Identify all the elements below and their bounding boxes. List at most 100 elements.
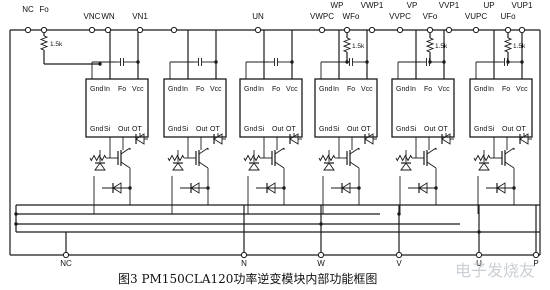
- pin-label-in: In: [258, 86, 264, 93]
- terminal-label-vn1: VN1: [132, 12, 148, 21]
- pin-label-fo: Fo: [502, 86, 510, 93]
- pin-label-vcc: Vcc: [210, 86, 222, 93]
- pin-label-fo: Fo: [272, 86, 280, 93]
- terminal-label-vvp1: VVP1: [439, 1, 460, 10]
- diode-icon: [341, 182, 351, 194]
- resistor-value-label: 1.5k: [435, 43, 448, 50]
- pin-label-gnd: Gnd: [244, 86, 257, 93]
- junction-dot: [290, 60, 294, 64]
- terminal-pad: [426, 26, 434, 34]
- terminal-pad: [62, 251, 70, 259]
- junction-dot: [98, 62, 102, 66]
- pin-label-si: Si: [488, 126, 495, 133]
- junction-dot: [365, 60, 369, 64]
- terminal-label-p: P: [533, 259, 538, 268]
- pin-label-vcc: Vcc: [361, 86, 373, 93]
- junction-dot: [206, 186, 210, 190]
- pin-label-gnd: Gnd: [396, 126, 409, 133]
- terminal-pad: [368, 26, 376, 34]
- igbt-collector: [198, 147, 209, 155]
- junction-dot: [512, 186, 516, 190]
- igbt-collector: [120, 147, 131, 155]
- resistor: [503, 37, 513, 53]
- pin-label-gnd: Gnd: [474, 86, 487, 93]
- gate-resistor: [318, 154, 336, 162]
- terminal-pad: [317, 251, 325, 259]
- pin-label-gnd: Gnd: [319, 126, 332, 133]
- pin-label-gnd: Gnd: [168, 86, 181, 93]
- junction-dot: [520, 60, 524, 64]
- junction-dot: [434, 186, 438, 190]
- terminal-label-fo: Fo: [39, 5, 49, 14]
- pin-label-out: Out: [118, 126, 129, 133]
- diode-icon: [478, 162, 490, 171]
- terminal-pad: [40, 26, 48, 34]
- gate-resistor: [89, 154, 107, 162]
- terminal-label-un: UN: [252, 12, 264, 21]
- diode-icon: [418, 182, 428, 194]
- resistor: [39, 35, 49, 51]
- pin-label-ot: OT: [286, 126, 296, 133]
- terminal-pad: [445, 26, 453, 34]
- igbt-emitter: [274, 161, 285, 169]
- igbt-emitter: [198, 161, 209, 169]
- terminal-label-nc: NC: [22, 5, 34, 14]
- pin-label-out: Out: [347, 126, 358, 133]
- pin-label-gnd: Gnd: [396, 86, 409, 93]
- pin-label-si: Si: [104, 126, 111, 133]
- pin-label-out: Out: [196, 126, 207, 133]
- pin-label-fo: Fo: [196, 86, 204, 93]
- junction-dot: [214, 60, 218, 64]
- diode-icon: [400, 162, 412, 171]
- pin-label-vcc: Vcc: [516, 86, 528, 93]
- pin-label-vcc: Vcc: [132, 86, 144, 93]
- resistor-value-label: 1.5k: [352, 43, 365, 50]
- diode-icon: [323, 162, 335, 171]
- terminal-label-vwp1: VWP1: [361, 1, 384, 10]
- pin-label-ot: OT: [132, 126, 142, 133]
- igbt-collector: [426, 147, 437, 155]
- igbt-emitter: [120, 161, 131, 169]
- pin-label-si: Si: [182, 126, 189, 133]
- igbt-emitter: [504, 161, 515, 169]
- junction-dot: [442, 60, 446, 64]
- terminal-pad: [104, 26, 112, 34]
- pin-label-si: Si: [258, 126, 265, 133]
- junction-dot: [477, 230, 481, 234]
- pin-label-gnd: Gnd: [90, 86, 103, 93]
- diode-icon: [248, 162, 260, 171]
- junction-dot: [14, 222, 18, 226]
- junction-dot: [357, 186, 361, 190]
- gate-resistor: [167, 154, 185, 162]
- pin-label-si: Si: [410, 126, 417, 133]
- terminal-label-v: V: [396, 259, 402, 268]
- terminal-label-wp: WP: [331, 1, 344, 10]
- diode-icon: [190, 182, 200, 194]
- pin-label-gnd: Gnd: [474, 126, 487, 133]
- terminal-label-w: W: [317, 259, 325, 268]
- terminal-label-up: UP: [483, 1, 494, 10]
- terminal-label-vnc: VNC: [84, 12, 101, 21]
- pin-label-in: In: [104, 86, 110, 93]
- terminal-label-vfo: VFo: [423, 12, 438, 21]
- diode-icon: [266, 182, 276, 194]
- terminal-pad: [170, 26, 178, 34]
- resistor-value-label: 1.5k: [50, 41, 63, 48]
- watermark-logo: 电子发烧友: [455, 261, 535, 280]
- circuit-wiring: [9, 29, 541, 256]
- terminal-pad: [343, 26, 351, 34]
- terminal-label-nc_bottom: NC: [60, 259, 72, 268]
- junction-dot: [128, 186, 132, 190]
- terminal-pad: [518, 26, 526, 34]
- pin-label-out: Out: [502, 126, 513, 133]
- driver-box: [391, 78, 455, 138]
- figure-caption: 图3 PM150CLA120功率逆变模块内部功能框图: [118, 271, 377, 286]
- terminal-pad: [475, 251, 483, 259]
- terminal-label-vvpc: VVPC: [389, 12, 411, 21]
- terminal-pad: [88, 26, 96, 34]
